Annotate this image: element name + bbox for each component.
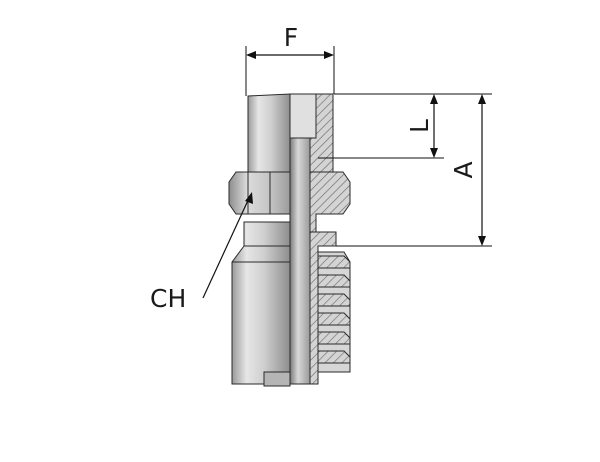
fitting-body xyxy=(228,93,351,387)
nipple-exterior xyxy=(247,93,291,173)
a-arrow-bottom xyxy=(478,236,486,246)
a-arrow-top xyxy=(478,94,486,104)
serration-tooth xyxy=(317,350,351,364)
l-label: L xyxy=(405,119,434,133)
nipple-bore xyxy=(289,93,317,139)
ferrule-lip xyxy=(263,371,291,387)
serration-tooth xyxy=(317,312,351,326)
center-bore xyxy=(289,137,311,385)
dimension-l: L xyxy=(318,93,444,159)
dimension-f: F xyxy=(245,23,335,96)
f-label: F xyxy=(284,23,298,52)
dimension-a: A xyxy=(336,93,492,247)
ch-leader-line xyxy=(202,195,251,299)
ch-arrow xyxy=(245,192,253,204)
l-arrow-bottom xyxy=(430,148,438,158)
ch-label: CH xyxy=(150,284,186,313)
serration-tooth xyxy=(317,293,351,307)
hex-section xyxy=(309,171,351,233)
serration-tooth xyxy=(317,255,351,269)
f-arrow-right xyxy=(324,51,334,59)
ch-callout: CH xyxy=(150,192,253,313)
hex-nut xyxy=(228,171,291,215)
l-arrow-top xyxy=(430,94,438,104)
f-arrow-left xyxy=(246,51,256,59)
serrations xyxy=(317,251,351,373)
serration-tooth xyxy=(317,331,351,345)
a-label: A xyxy=(449,161,478,178)
serration-tooth xyxy=(317,274,351,288)
